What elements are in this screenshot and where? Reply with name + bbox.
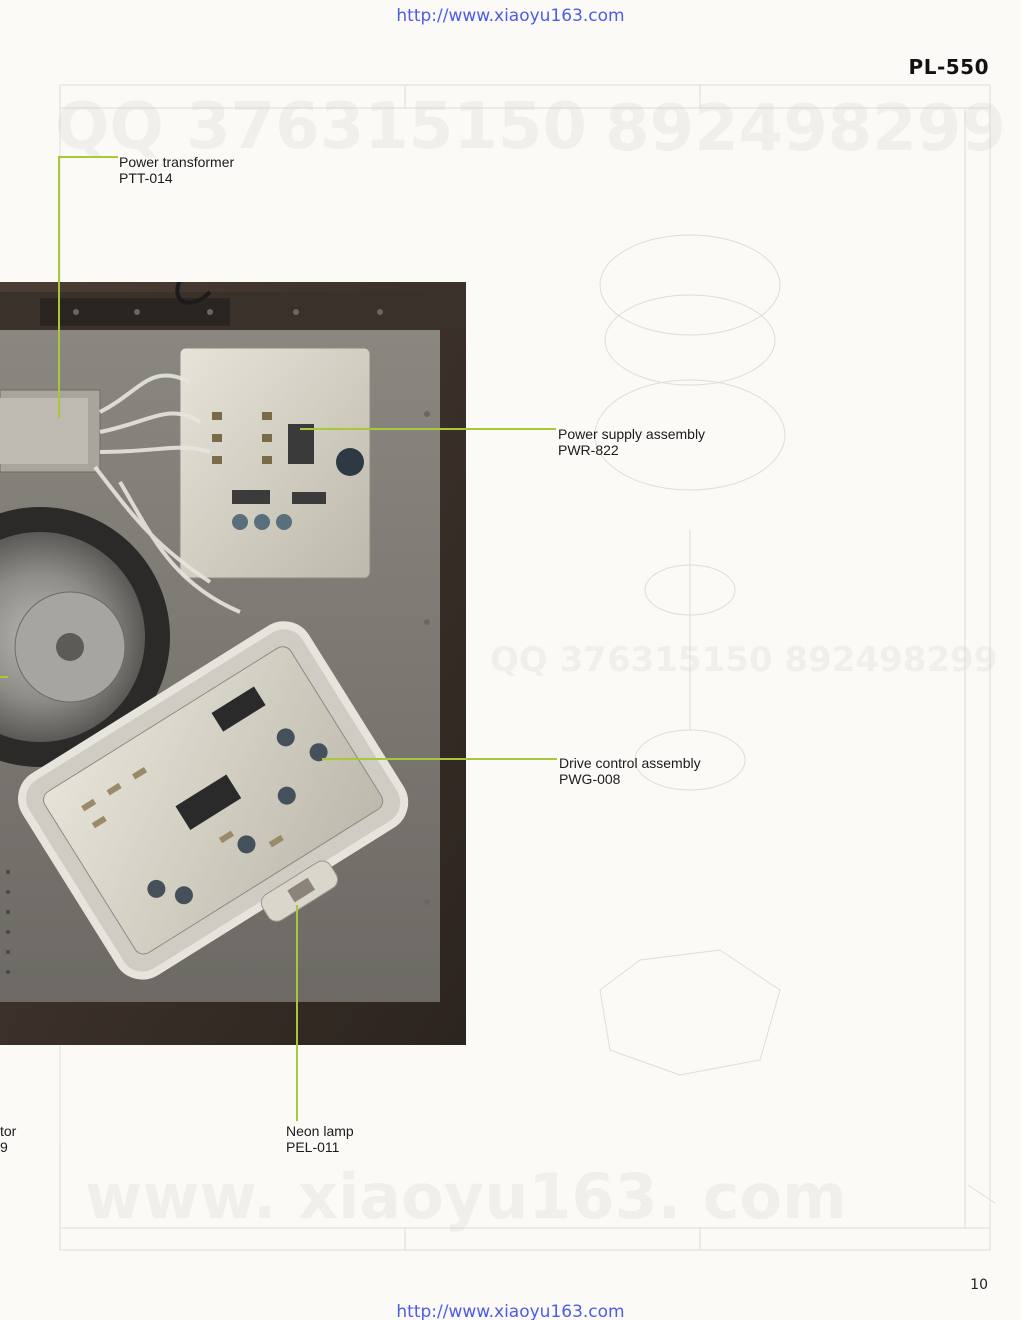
callout-part-number: PWG-008 xyxy=(559,771,621,787)
callout-part-number: PTT-014 xyxy=(119,170,173,186)
callout-part-number: 9 xyxy=(0,1139,8,1155)
callout-part-number: PEL-011 xyxy=(286,1139,340,1155)
source-url-bottom[interactable]: http://www.xiaoyu163.com xyxy=(396,1302,625,1320)
callout-name: Power supply assembly xyxy=(558,426,706,442)
callout-neon-lamp: Neon lamp PEL-011 xyxy=(286,1123,354,1155)
model-number: PL-550 xyxy=(908,55,989,79)
callout-power-transformer: Power transformer PTT-014 xyxy=(119,154,234,186)
callout-part-number: PWR-822 xyxy=(558,442,619,458)
leader-line-transformer-h xyxy=(58,156,118,158)
callout-name: Power transformer xyxy=(119,154,235,170)
callout-drive-control-assembly: Drive control assembly PWG-008 xyxy=(559,755,701,787)
callout-power-supply-assembly: Power supply assembly PWR-822 xyxy=(558,426,705,458)
callout-name: tor xyxy=(0,1123,17,1139)
watermark-qq-right: 892498299 xyxy=(605,92,1006,166)
callout-motor-partial: tor 9 xyxy=(0,1123,16,1155)
watermark-site: www. xiaoyu163. com xyxy=(85,1160,847,1233)
leader-line-drive-control xyxy=(322,758,557,760)
leader-line-neon-lamp xyxy=(296,905,298,1121)
callout-name: Drive control assembly xyxy=(559,755,701,771)
leader-line-motor xyxy=(0,676,8,678)
page-number: 10 xyxy=(970,1277,988,1293)
watermark-center: QQ 376315150 892498299 xyxy=(490,640,998,680)
watermark-qq-left: QQ 376315150 xyxy=(55,90,587,164)
turntable-underside-photo xyxy=(0,282,466,1045)
leader-line-power-supply xyxy=(300,428,556,430)
callout-name: Neon lamp xyxy=(286,1123,354,1139)
leader-line-transformer-v xyxy=(58,156,60,418)
source-url-top[interactable]: http://www.xiaoyu163.com xyxy=(396,6,625,26)
